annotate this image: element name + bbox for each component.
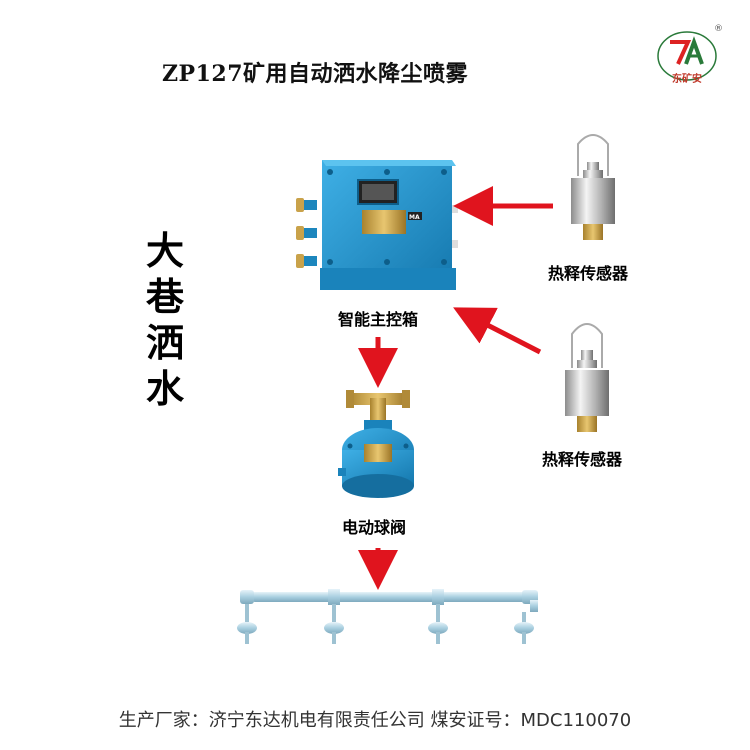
electric-ball-valve — [338, 390, 414, 498]
side-label: 大 巷 洒 水 — [143, 228, 187, 412]
valve-label: 电动球阀 — [342, 518, 407, 537]
main-box-label: 智能主控箱 — [338, 310, 419, 329]
spray-pipe — [240, 589, 538, 612]
company-logo — [657, 31, 717, 81]
spray-nozzle — [428, 604, 448, 644]
side-label-char: 大 — [145, 229, 184, 273]
spray-nozzle — [514, 612, 534, 644]
side-label-char: 洒 — [145, 321, 184, 365]
spray-nozzle — [324, 604, 344, 644]
page-title: ZP127矿用自动洒水降尘喷雾 — [162, 61, 469, 87]
spray-nozzle — [237, 604, 257, 644]
side-label-char: 巷 — [145, 275, 184, 319]
registered-mark: ® — [714, 24, 723, 34]
logo-text: 东矿安 — [672, 74, 702, 85]
thermal-sensor-bottom — [565, 323, 609, 432]
side-label-char: 水 — [145, 367, 184, 411]
thermal-sensor-top — [571, 134, 615, 240]
main-control-box — [296, 160, 458, 290]
arrow-sensor-bottom-to-box — [453, 307, 542, 355]
manufacturer-footer: 生产厂家：济宁东达机电有限责任公司 煤安证号：MDC110070 — [118, 710, 632, 731]
sensor-top-label: 热释传感器 — [548, 264, 629, 283]
main-box-plate-text: MA — [409, 214, 420, 221]
sensor-bottom-label: 热释传感器 — [542, 450, 623, 469]
